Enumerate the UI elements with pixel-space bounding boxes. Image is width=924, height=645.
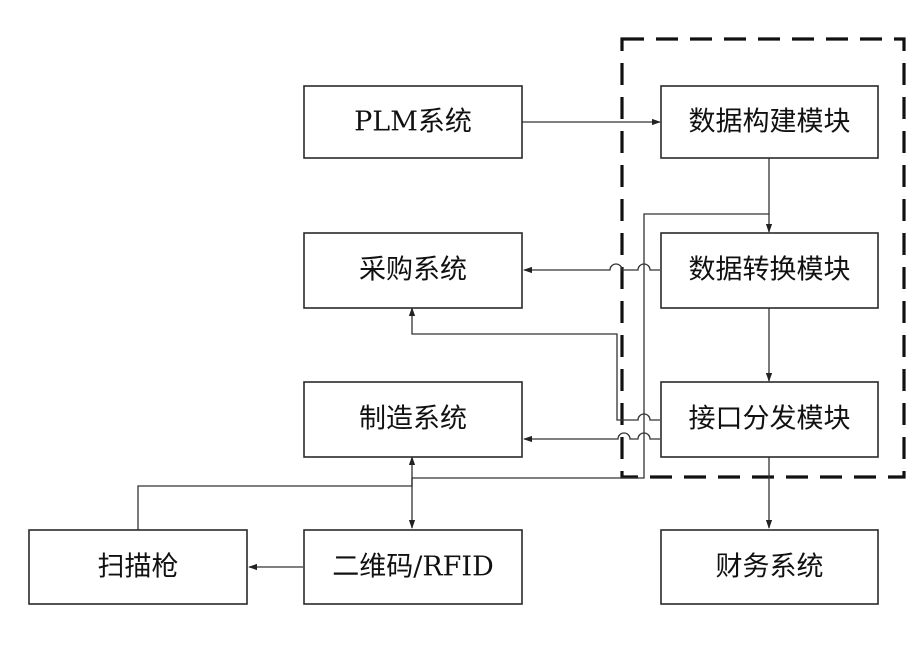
box-interface-dispatch-module: 接口分发模块 — [661, 382, 878, 457]
box-scanner: 扫描枪 — [29, 530, 247, 604]
arrow-dispatch-to-manufacture — [524, 433, 660, 439]
box-manufacture-label: 制造系统 — [359, 404, 467, 435]
box-manufacture-system: 制造系统 — [304, 382, 522, 457]
box-purchase-system: 采购系统 — [304, 233, 522, 308]
arrow-convert-to-purchase — [524, 264, 660, 270]
box-build-label: 数据构建模块 — [689, 107, 851, 138]
box-data-build-module: 数据构建模块 — [661, 86, 878, 158]
box-data-convert-module: 数据转换模块 — [661, 233, 878, 308]
box-code-label: 二维码/RFID — [332, 552, 493, 583]
box-purchase-label: 采购系统 — [359, 255, 467, 286]
box-plm-label: PLM系统 — [354, 107, 472, 138]
box-finance-label: 财务系统 — [716, 552, 824, 583]
box-scanner-label: 扫描枪 — [98, 552, 179, 583]
arrow-scanner-to-manufacture — [138, 457, 412, 530]
box-finance-system: 财务系统 — [661, 530, 878, 604]
box-plm-system: PLM系统 — [304, 86, 522, 158]
box-dispatch-label: 接口分发模块 — [689, 404, 851, 435]
box-qrcode-rfid: 二维码/RFID — [304, 530, 522, 604]
box-convert-label: 数据转换模块 — [689, 255, 851, 286]
